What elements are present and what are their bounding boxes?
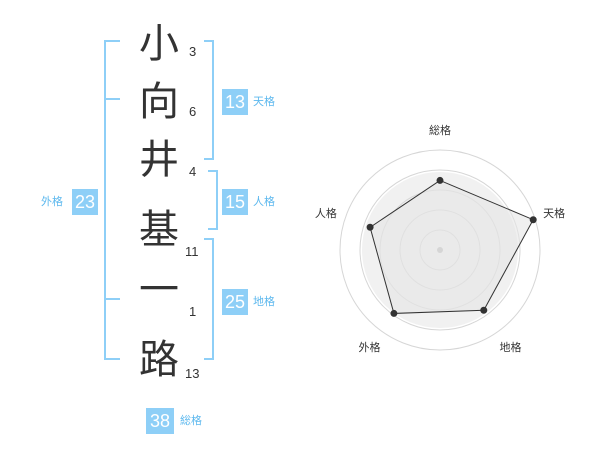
name-char-5: 一 (139, 267, 179, 313)
jinkaku-label: 人格 (253, 195, 275, 208)
stroke-count-3: 4 (189, 164, 197, 179)
name-char-3: 井 (139, 137, 179, 183)
name-char-4: 基 (139, 207, 179, 253)
radar-point-3 (480, 306, 488, 314)
gaikaku-bracket-bottom (104, 358, 120, 360)
name-char-1: 小 (139, 21, 179, 67)
radar-point-5 (366, 223, 374, 231)
radar-axis-label-5: 人格 (315, 206, 337, 220)
soukaku-label: 総格 (180, 414, 202, 427)
radar-axis-label-3: 地格 (500, 340, 522, 354)
chikaku-bracket-bottom (204, 358, 214, 360)
chikaku-label: 地格 (253, 295, 275, 308)
stroke-count-6: 13 (185, 366, 200, 381)
jinkaku-bracket-vertical (216, 170, 218, 230)
stroke-count-1: 3 (189, 44, 197, 59)
chikaku-value: 25 (222, 289, 248, 315)
name-char-6: 路 (139, 337, 179, 383)
chikaku-bracket-top (204, 238, 214, 240)
radar-point-1 (436, 176, 444, 184)
name-char-2: 向 (139, 79, 179, 125)
radar-point-2 (529, 216, 537, 224)
stroke-count-2: 6 (189, 104, 197, 119)
radar-ring-4 (359, 169, 521, 331)
stroke-count-5: 1 (189, 304, 197, 319)
radar-axis-label-1: 総格 (429, 123, 451, 137)
tenkaku-bracket-vertical (212, 40, 214, 160)
radar-series-polygon (369, 179, 534, 314)
gaikaku-bracket-top (104, 40, 120, 42)
radar-axis-label-4: 外格 (358, 340, 380, 354)
radar-point-4 (390, 309, 398, 317)
tenkaku-bracket-bottom (204, 158, 214, 160)
chikaku-bracket-vertical (212, 238, 214, 360)
soukaku-value: 38 (146, 408, 174, 434)
gaikaku-value: 23 (72, 189, 98, 215)
gaikaku-label: 外格 (41, 195, 63, 208)
jinkaku-bracket-top (208, 170, 218, 172)
jinkaku-bracket-bottom (208, 228, 218, 230)
tenkaku-bracket-top (204, 40, 214, 42)
gaikaku-bracket-mid1 (104, 98, 120, 100)
tenkaku-value: 13 (222, 89, 248, 115)
gaikaku-bracket-mid2 (104, 298, 120, 300)
radar-ring-5 (339, 149, 541, 351)
radar-axis-label-2: 天格 (543, 206, 565, 220)
stroke-count-4: 11 (185, 244, 199, 259)
jinkaku-value: 15 (222, 189, 248, 215)
gaikaku-bracket-vertical (104, 40, 106, 360)
tenkaku-label: 天格 (253, 95, 275, 108)
